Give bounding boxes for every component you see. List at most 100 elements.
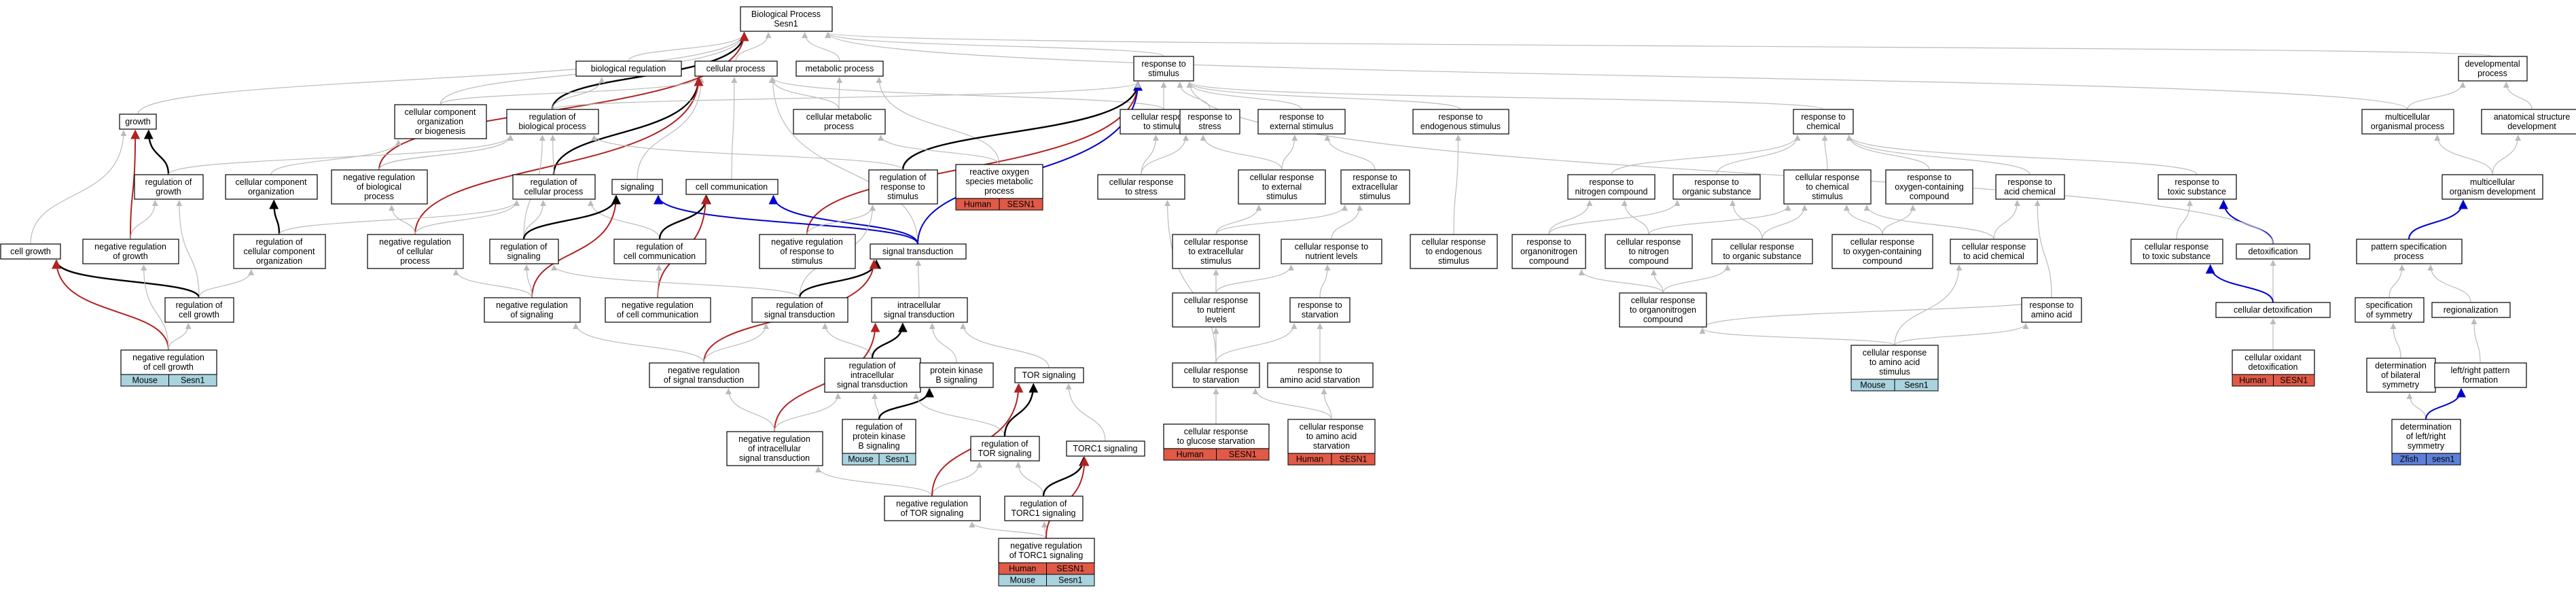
go-term-label: response to <box>2175 177 2219 187</box>
go-term-regionalization[interactable]: regionalization <box>2431 302 2511 318</box>
gene-label: SESN1 <box>2280 376 2308 385</box>
gene-label: SESN1 <box>1007 200 1035 209</box>
go-term-tor[interactable]: TOR signaling <box>1014 367 1084 383</box>
edge-ccorg2-to-ccorg <box>270 139 401 175</box>
go-term-cellcomm[interactable]: cell communication <box>685 179 779 195</box>
go-term-cellproc[interactable]: cellular process <box>694 60 778 77</box>
go-term-signaling[interactable]: signaling <box>611 179 663 195</box>
gene-label: Sesn1 <box>885 455 909 464</box>
go-term-detox[interactable]: detoxification <box>2236 243 2310 260</box>
go-term-label: negative regulation <box>496 300 568 310</box>
go-term-growth[interactable]: growth <box>119 114 157 130</box>
go-term-label: compound <box>1643 315 1683 324</box>
go-term-celldetox[interactable]: cellular detoxification <box>2215 302 2331 318</box>
go-term-biolreg[interactable]: biological regulation <box>575 60 682 77</box>
go-term-torc1[interactable]: TORC1 signaling <box>1066 440 1145 457</box>
go-term-cellgrowth[interactable]: cell growth <box>0 243 61 260</box>
edge-cellrespstress-to-cellresp <box>1141 135 1159 175</box>
go-term-label: to external <box>1262 182 1302 192</box>
go-term-label: to glucose starvation <box>1177 436 1255 446</box>
go-term-label: signal transduction <box>882 247 953 256</box>
go-term-label: process <box>400 256 430 266</box>
go-term-sigtrans[interactable]: signal transduction <box>870 243 967 260</box>
go-term-label: protein kinase <box>930 366 983 375</box>
go-term-label: symmetry <box>2382 380 2420 389</box>
go-term-metproc[interactable]: metabolic process <box>795 60 884 77</box>
